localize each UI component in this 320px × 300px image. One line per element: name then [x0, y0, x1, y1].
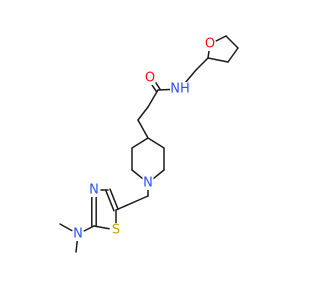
bond-nd-m1	[59, 223, 73, 232]
bond-f2-f1	[207, 57, 229, 63]
bond-f3-f2	[227, 47, 239, 63]
bond-cb-cc	[137, 119, 149, 139]
thiazole-nitrogen-label: N	[89, 183, 99, 198]
bond-t5-t4-a	[109, 188, 119, 210]
bond-np-p5	[152, 169, 165, 180]
bond-t2-nd	[83, 225, 95, 232]
bond-p6-cc	[147, 137, 165, 149]
bond-t2-st	[93, 225, 110, 230]
amide-nitrogen-label: NH	[170, 82, 190, 97]
molecule-structure: O NH O N N S N	[59, 35, 239, 253]
bond-t5-t4-b	[105, 190, 115, 212]
thf-oxygen-label-bg	[204, 37, 216, 51]
bond-cc-p2	[131, 137, 149, 149]
piperidine-nitrogen-label: N	[143, 176, 153, 191]
bond-ca-cb	[137, 106, 149, 121]
dimethylamino-nitrogen-label-bg	[72, 227, 84, 241]
thiazole-sulfur-label-bg	[110, 223, 122, 237]
bond-n1-cm	[183, 69, 197, 85]
molecule-canvas: O NH O N N S N	[59, 35, 239, 253]
bond-layer	[59, 35, 239, 253]
bond-c1-ca	[147, 89, 159, 108]
thiazole-sulfur-label: S	[112, 223, 120, 238]
dimethylamino-nitrogen-label: N	[73, 227, 83, 242]
bond-ch-t5	[115, 195, 149, 211]
bond-c1-o1-a	[154, 81, 161, 90]
atom-layer: O NH O N N S N	[72, 37, 216, 242]
carbonyl-oxygen-label-bg	[144, 71, 156, 85]
bond-of-f4	[215, 35, 227, 42]
bond-f1-of	[207, 50, 210, 59]
amide-nitrogen-label-bg	[170, 82, 190, 96]
bond-nd-m2	[75, 240, 78, 253]
bond-cm-f1	[195, 57, 209, 71]
bond-f4-f3	[225, 35, 239, 49]
piperidine-nitrogen-label-bg	[142, 176, 154, 190]
bond-c1-o1-b	[151, 84, 157, 92]
thiazole-nitrogen-label-bg	[88, 183, 100, 197]
bond-p3-np	[131, 169, 144, 180]
thf-oxygen-label: O	[205, 37, 215, 52]
carbonyl-oxygen-label: O	[145, 71, 155, 86]
